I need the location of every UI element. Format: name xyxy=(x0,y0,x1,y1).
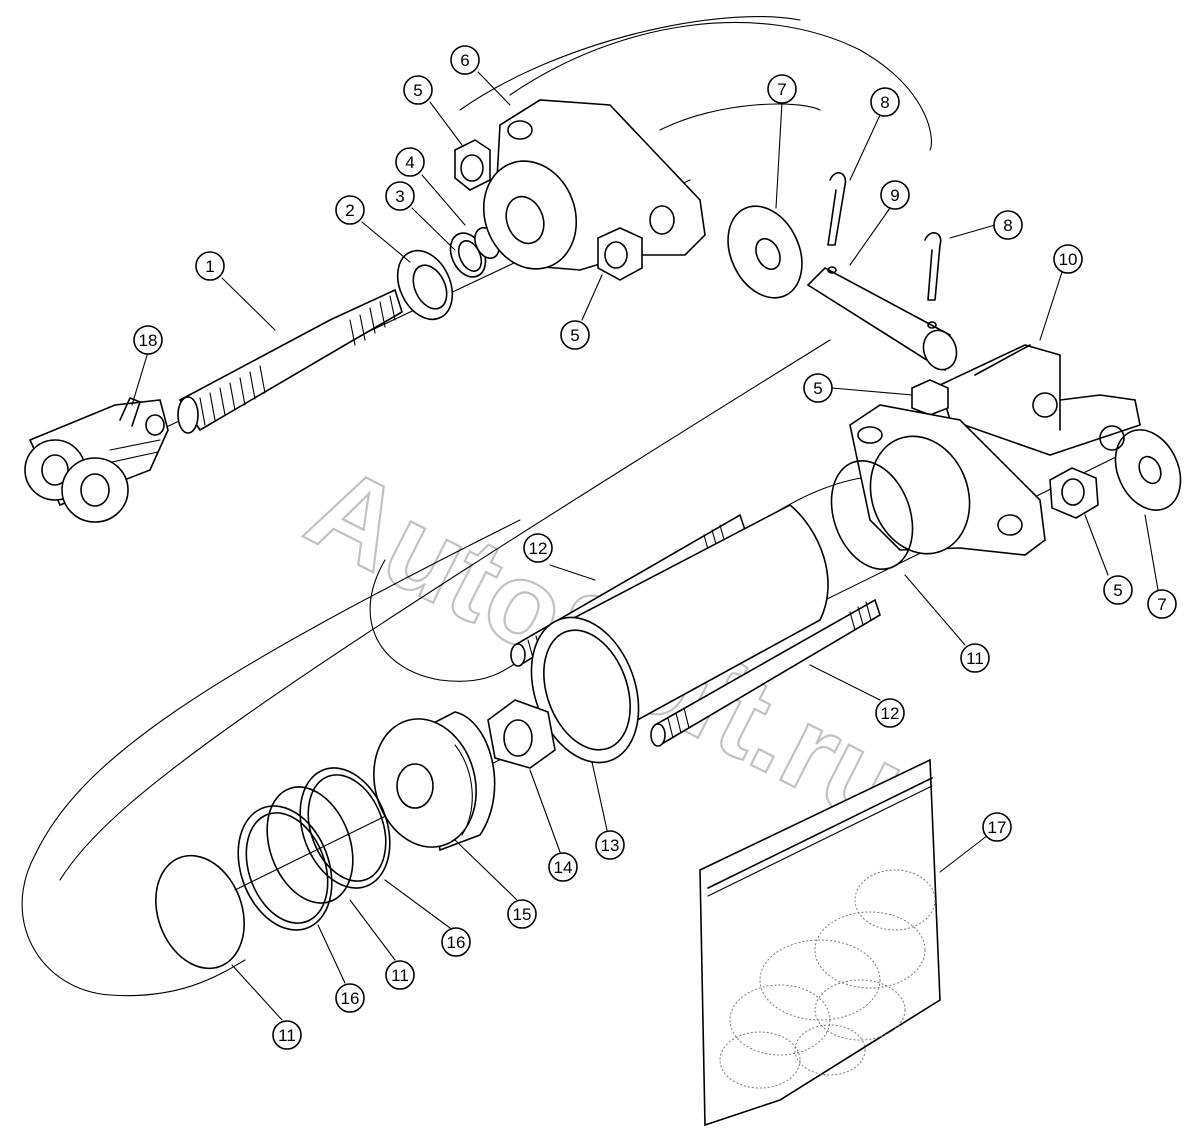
wiper-part-2 xyxy=(396,249,454,321)
callout-15-label: 15 xyxy=(513,905,532,924)
piston-rod-part-1 xyxy=(177,288,403,434)
callout-5-right-label: 5 xyxy=(1113,581,1122,600)
callout-4-label: 4 xyxy=(405,153,414,172)
tie-rod-nut-part-5-right xyxy=(1049,467,1099,519)
seal-kit-bag-part-17 xyxy=(699,758,941,1127)
callout-5-upper-right: 5 xyxy=(803,373,833,403)
callout-16-inner: 16 xyxy=(441,927,471,957)
callout-5-right: 5 xyxy=(1103,575,1133,605)
callout-11-left: 11 xyxy=(272,1020,302,1050)
callout-11-right-label: 11 xyxy=(966,649,984,668)
callout-8-upper: 8 xyxy=(870,87,900,117)
callout-5-upper-right-label: 5 xyxy=(813,379,822,398)
tie-rod-nut-part-5-upper-right xyxy=(911,379,949,416)
callout-11-middle-label: 11 xyxy=(391,966,409,985)
callout-4: 4 xyxy=(395,147,425,177)
base-clevis-part-10 xyxy=(939,344,1141,456)
assembly-phantom-outline xyxy=(21,16,932,997)
callout-8-upper-label: 8 xyxy=(880,93,889,112)
tie-rod-part-12-lower xyxy=(650,598,881,747)
callout-14: 14 xyxy=(548,852,578,882)
callout-10: 10 xyxy=(1053,244,1083,274)
piston-part-15 xyxy=(373,711,496,852)
callout-2-label: 2 xyxy=(345,201,354,220)
callout-18: 18 xyxy=(133,325,163,355)
callout-7-lower: 7 xyxy=(1147,589,1177,619)
callout-7-lower-label: 7 xyxy=(1157,595,1166,614)
callout-18-label: 18 xyxy=(139,331,158,350)
callout-9-label: 9 xyxy=(890,186,899,205)
o-ring-part-11-middle xyxy=(266,786,354,904)
washer-part-7-lower xyxy=(1114,429,1182,511)
callout-5-upper: 5 xyxy=(403,75,433,105)
callout-16-outer-label: 16 xyxy=(341,989,360,1008)
callout-11-right: 11 xyxy=(960,643,990,673)
callout-3-label: 3 xyxy=(395,187,404,206)
cotter-pin-part-8-left xyxy=(827,172,847,246)
cotter-pin-part-8-right xyxy=(924,232,942,301)
callout-14-label: 14 xyxy=(554,858,573,877)
callout-12-upper-label: 12 xyxy=(529,539,548,558)
callout-1: 1 xyxy=(195,251,225,281)
callout-8-right: 8 xyxy=(993,210,1023,240)
piston-seal-part-16-outer xyxy=(237,805,333,931)
callout-6-label: 6 xyxy=(460,51,469,70)
callout-5-middle: 5 xyxy=(560,320,590,350)
cylinder-barrel xyxy=(530,504,829,764)
o-ring-part-11-right xyxy=(830,459,914,571)
callout-12-lower: 12 xyxy=(875,698,905,728)
callout-5-upper-label: 5 xyxy=(413,81,422,100)
callout-17: 17 xyxy=(982,812,1012,842)
leader-lines xyxy=(131,71,1159,1021)
callout-6: 6 xyxy=(450,45,480,75)
washer-part-7-upper xyxy=(727,205,803,299)
o-ring-part-11-left xyxy=(155,854,245,970)
clevis-pin-part-9 xyxy=(806,266,958,372)
callout-8-right-label: 8 xyxy=(1003,216,1012,235)
callout-3: 3 xyxy=(385,181,415,211)
callout-12-lower-label: 12 xyxy=(881,704,900,723)
callout-15: 15 xyxy=(507,899,537,929)
callout-10-label: 10 xyxy=(1059,250,1078,269)
base-end-cap-flange xyxy=(849,404,1046,556)
callout-5-middle-label: 5 xyxy=(570,326,579,345)
callout-13-label: 13 xyxy=(601,836,620,855)
rod-end-head-part-6 xyxy=(482,99,706,271)
tie-rod-nut-part-5-middle xyxy=(597,227,643,281)
callout-7-upper: 7 xyxy=(767,74,797,104)
callout-11-left-label: 11 xyxy=(278,1026,296,1045)
tie-rod-nut-part-5-upper xyxy=(454,139,491,191)
callout-16-outer: 16 xyxy=(335,983,365,1013)
callout-13: 13 xyxy=(595,830,625,860)
callout-7-upper-label: 7 xyxy=(777,80,786,99)
callout-9: 9 xyxy=(880,180,910,210)
piston-nut-part-14 xyxy=(487,699,556,769)
callout-17-label: 17 xyxy=(988,818,1007,837)
callout-16-inner-label: 16 xyxy=(447,933,466,952)
piston-seal-part-16-inner xyxy=(299,767,391,889)
rod-clevis-part-18 xyxy=(24,397,169,523)
callout-12-upper: 12 xyxy=(523,533,553,563)
callout-1-label: 1 xyxy=(205,257,214,276)
callout-11-middle: 11 xyxy=(385,960,415,990)
callout-2: 2 xyxy=(335,195,365,225)
